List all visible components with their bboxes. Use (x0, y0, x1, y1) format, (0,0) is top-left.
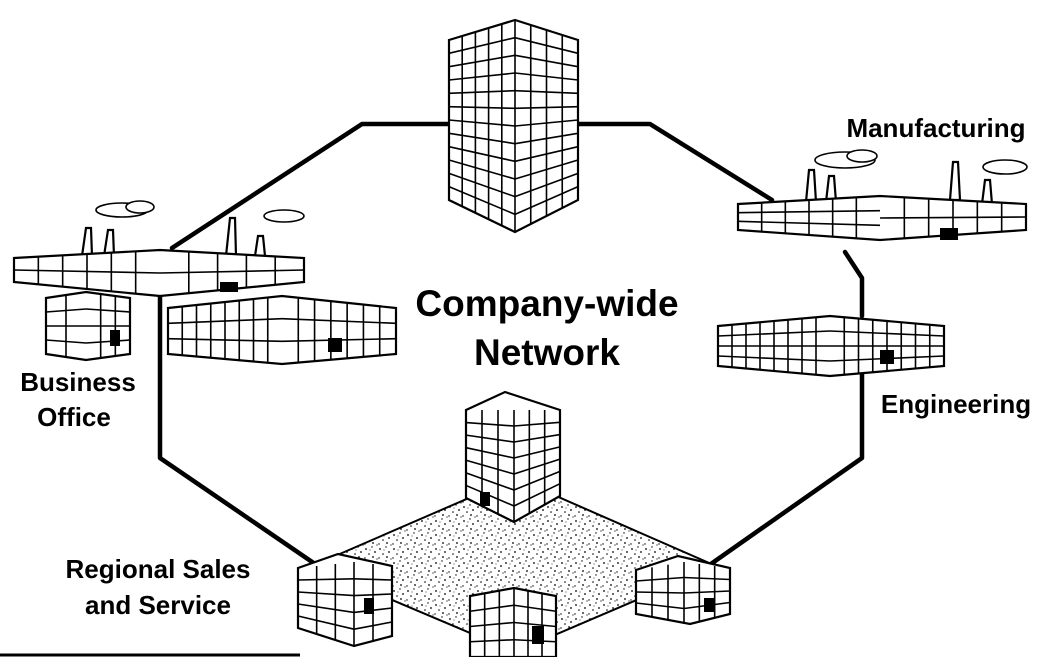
center-label-line2: Network (474, 332, 620, 373)
network-links (157, 121, 865, 569)
center-label-line1: Company-wide (415, 283, 678, 324)
engineering-building (716, 314, 946, 378)
headquarters-tower (447, 18, 580, 234)
business-office-building (12, 200, 398, 366)
regional-sales-label-line1: Regional Sales (66, 554, 251, 584)
link-hq-to-manufacturing (575, 121, 775, 203)
business-office-label-line2: Office (37, 402, 111, 432)
engineering-label: Engineering (881, 389, 1031, 419)
center-label: Company-wide Network (415, 283, 678, 373)
manufacturing-building (736, 149, 1028, 242)
link-manufacturing-to-engineering (842, 249, 865, 319)
business-office-label: Business Office (20, 367, 136, 432)
link-business-office-to-regional-sales (157, 293, 321, 569)
regional-sales-complex (296, 390, 732, 657)
business-office-label-line1: Business (20, 367, 136, 397)
regional-sales-label: Regional Sales and Service (66, 554, 251, 620)
smoke-cloud-icon (982, 159, 1028, 175)
link-engineering-to-regional-sales (705, 367, 865, 569)
regional-sales-label-line2: and Service (85, 590, 231, 620)
manufacturing-label: Manufacturing (846, 113, 1025, 143)
link-hq-to-business-office (169, 121, 452, 251)
smoke-cloud-icon (263, 209, 305, 223)
